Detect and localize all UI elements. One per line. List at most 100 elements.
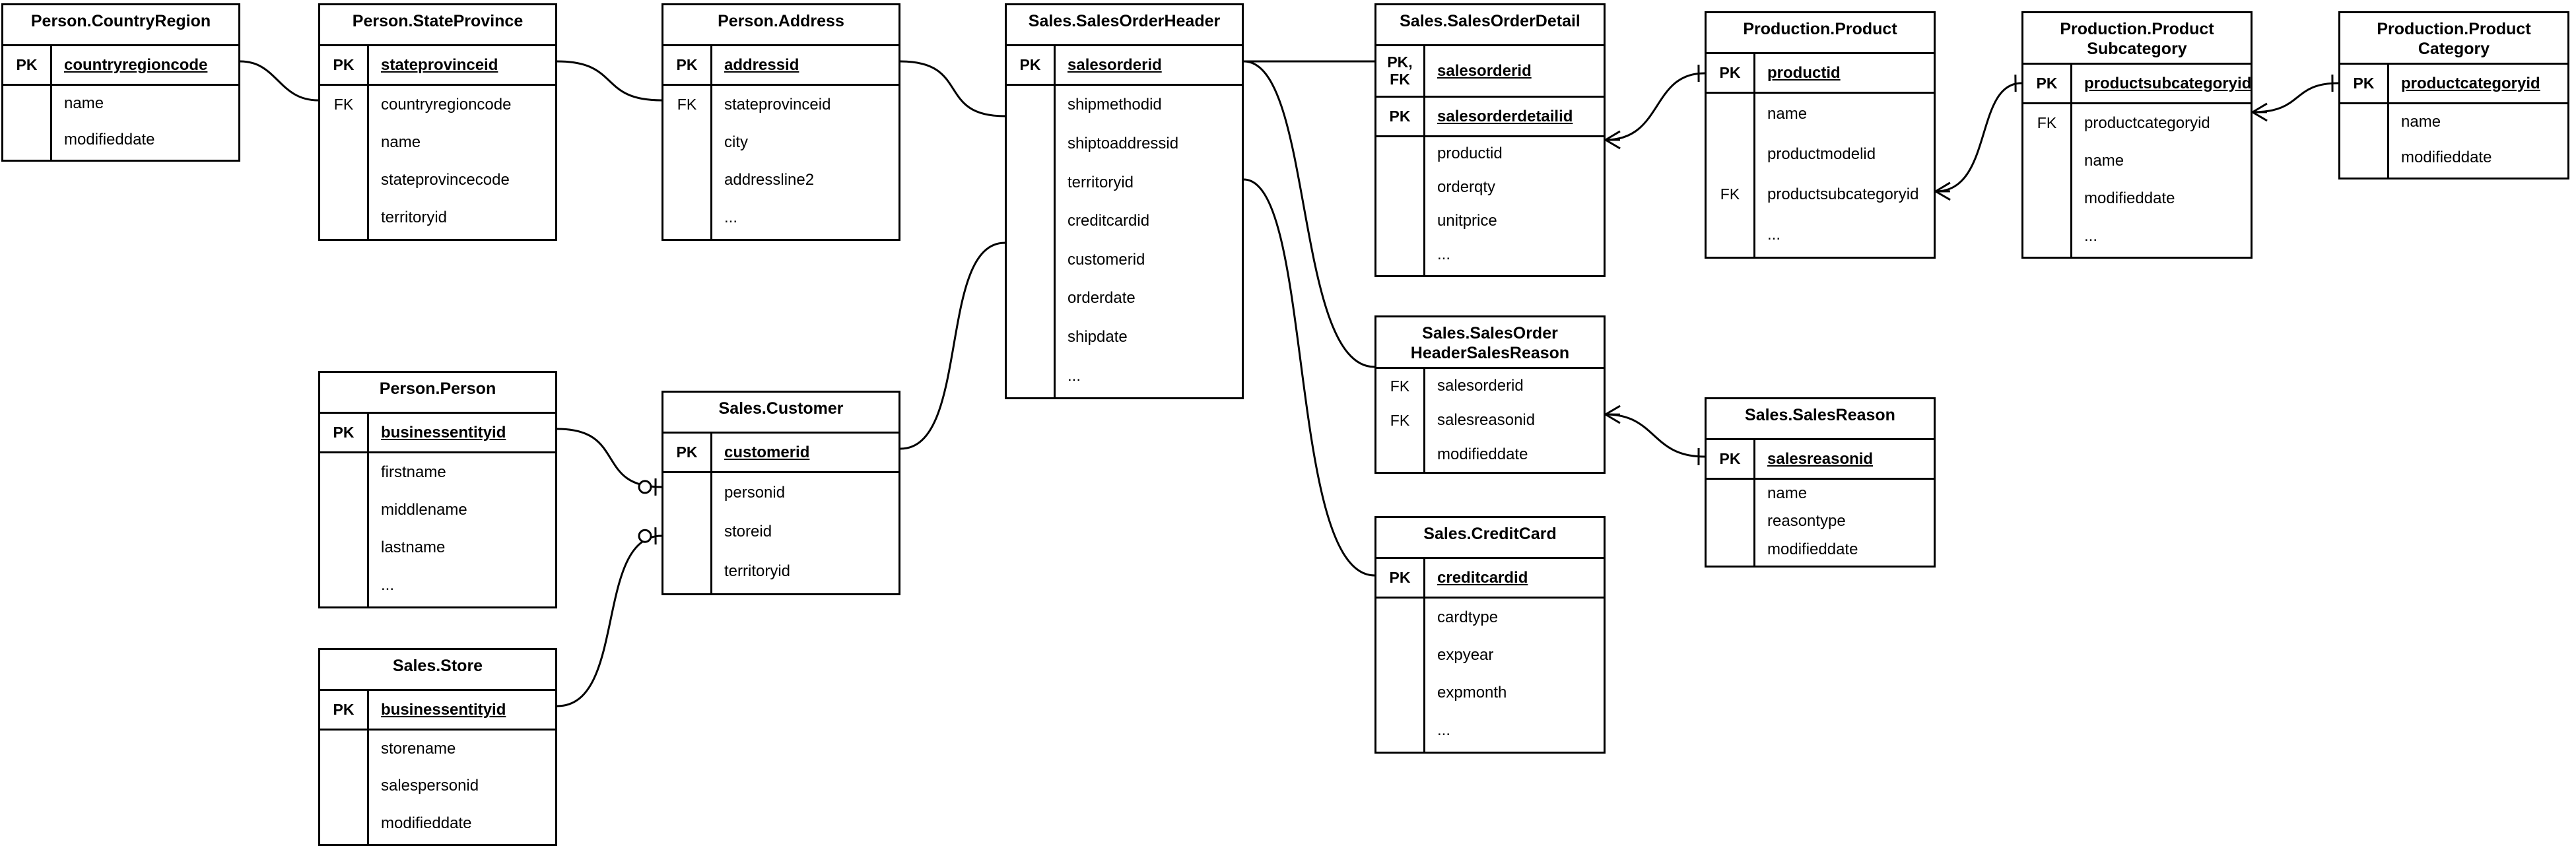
key-badge bbox=[3, 86, 50, 122]
key-badge bbox=[1007, 241, 1054, 280]
relationship-rel_customer_salesorderheader[interactable] bbox=[893, 233, 1020, 458]
key-badge bbox=[1376, 636, 1423, 674]
relationship-rel_store_customer[interactable] bbox=[550, 527, 662, 715]
relationship-rel_address_salesorderheader[interactable] bbox=[893, 52, 1020, 126]
key-badge bbox=[320, 123, 367, 161]
entity-title: Person.CountryRegion bbox=[3, 5, 238, 46]
key-badge: FK bbox=[1390, 411, 1410, 429]
attribute-name: productsubcategoryid bbox=[2084, 74, 2252, 92]
key-badge: PK bbox=[3, 46, 52, 84]
relationship-line bbox=[1243, 178, 1375, 577]
key-badge bbox=[1707, 507, 1753, 535]
key-badge bbox=[663, 513, 710, 552]
relationship-rel_salesorderheader_headersalesreason[interactable] bbox=[1237, 52, 1390, 377]
relationship-rel_salesorderheader_salesorderdetail[interactable] bbox=[1237, 51, 1390, 71]
key-badge: PK bbox=[320, 46, 369, 84]
relationship-rel_creditcard_salesorderheader[interactable] bbox=[1229, 170, 1382, 585]
key-badge bbox=[2340, 104, 2387, 140]
key-column bbox=[1376, 137, 1425, 275]
key-badge: PK bbox=[2023, 65, 2072, 102]
key-badge bbox=[1376, 599, 1423, 636]
key-badge: FK bbox=[1390, 377, 1410, 395]
attribute-name: productcategoryid bbox=[2084, 114, 2210, 132]
attribute-name: productid bbox=[1767, 63, 1841, 82]
attribute-name: countryregioncode bbox=[381, 95, 512, 114]
key-badge: PK bbox=[663, 46, 712, 84]
attribute-name: shipdate bbox=[1068, 328, 1128, 346]
key-badge: PK bbox=[1007, 46, 1056, 84]
key-column bbox=[1707, 480, 1755, 566]
attribute-name: ... bbox=[1437, 245, 1451, 263]
key-badge bbox=[1376, 171, 1423, 205]
relationship-rel_subcategory_category[interactable] bbox=[2252, 75, 2339, 122]
relationship-rel_stateprovince_address[interactable] bbox=[550, 52, 677, 110]
key-column bbox=[663, 473, 712, 593]
attribute-name: orderqty bbox=[1437, 178, 1496, 197]
relationship-rel_person_customer[interactable] bbox=[550, 420, 662, 496]
attribute-name: modifieddate bbox=[64, 130, 155, 148]
key-badge bbox=[663, 473, 710, 513]
key-badge bbox=[1007, 356, 1054, 395]
key-badge: PK, FK bbox=[1376, 46, 1425, 96]
attribute-name: ... bbox=[1767, 225, 1781, 244]
attribute-name: salespersonid bbox=[381, 777, 479, 795]
key-badge bbox=[663, 123, 710, 161]
key-badge bbox=[320, 731, 367, 767]
key-attribute-row[interactable]: PK productsubcategoryid bbox=[2023, 65, 2251, 104]
relationship-line bbox=[900, 60, 1005, 117]
attribute-name: customerid bbox=[1068, 250, 1145, 269]
attribute-name: name bbox=[2401, 113, 2441, 131]
key-badge bbox=[663, 162, 710, 199]
key-badge bbox=[320, 767, 367, 804]
attribute-name: storename bbox=[381, 740, 456, 758]
attribute-name: stateprovincecode bbox=[381, 171, 510, 189]
attribute-name: ... bbox=[1068, 366, 1081, 385]
key-badge bbox=[1007, 125, 1054, 164]
key-badge bbox=[1707, 134, 1753, 174]
key-badge bbox=[2023, 179, 2070, 217]
relationship-rel_salesorderdetail_product[interactable] bbox=[1605, 65, 1705, 150]
cardinality-marker-many bbox=[1605, 130, 1621, 150]
attribute-name: productsubcategoryid bbox=[1767, 185, 1919, 203]
attribute-name: ... bbox=[381, 576, 395, 595]
attribute-name: salesorderid bbox=[1437, 377, 1524, 395]
attribute-name: salesreasonid bbox=[1437, 411, 1536, 429]
relationship-rel_product_subcategory[interactable] bbox=[1935, 75, 2022, 201]
relationship-rel_headersalesreason_salesreason[interactable] bbox=[1605, 405, 1705, 465]
attribute-name: name bbox=[381, 133, 421, 151]
